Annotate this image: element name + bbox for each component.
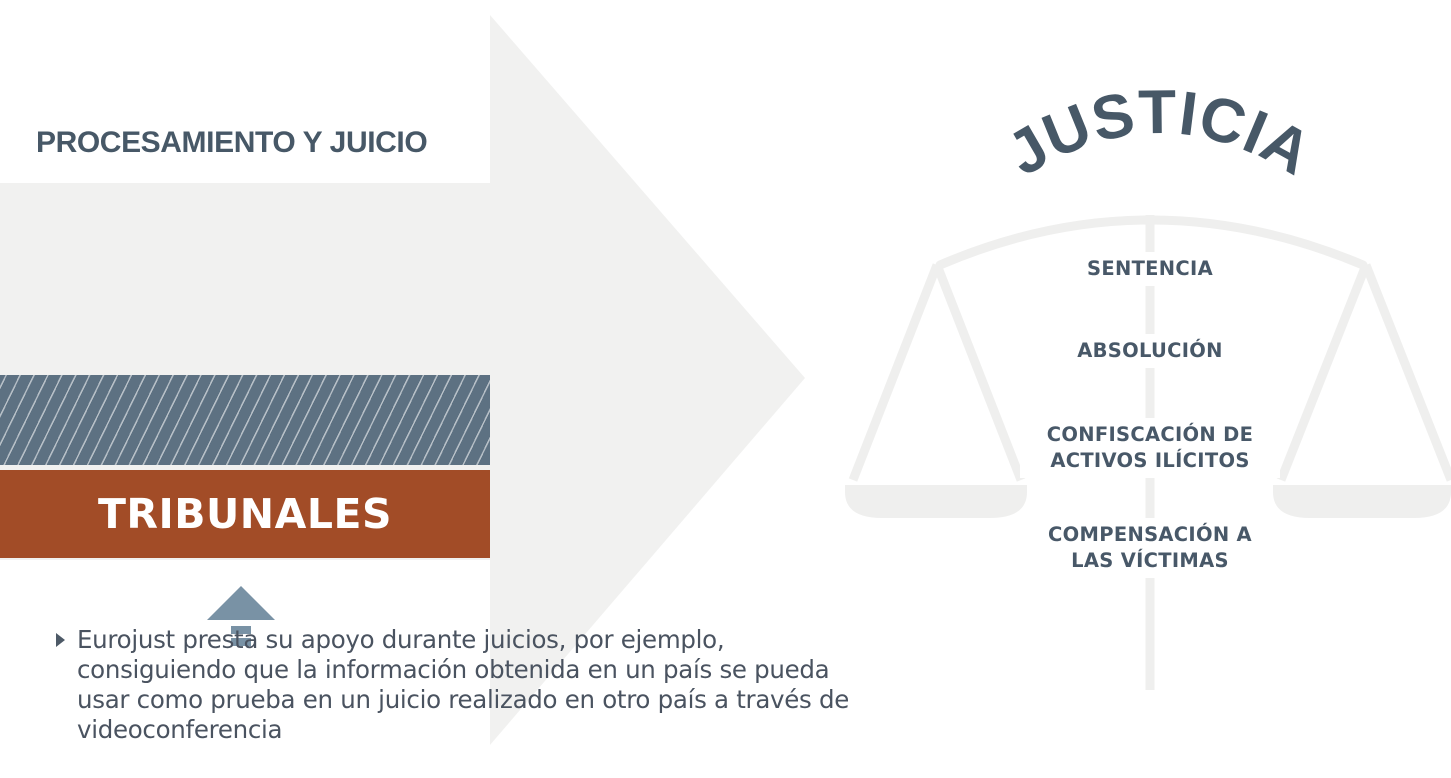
stage-title: PROCESAMIENTO Y JUICIO <box>36 126 428 159</box>
outcome-compensacion: COMPENSACIÓN A LAS VÍCTIMAS <box>1030 518 1270 578</box>
right-pan <box>1273 485 1451 518</box>
hatched-band <box>0 375 490 465</box>
left-pan <box>845 485 1027 518</box>
support-note-text: Eurojust presta su apoyo durante juicios… <box>77 625 849 744</box>
support-note: Eurojust presta su apoyo durante juicios… <box>56 625 876 745</box>
court-band: TRIBUNALES <box>0 470 490 558</box>
scale-drawing <box>848 215 1451 690</box>
court-label: TRIBUNALES <box>97 490 393 538</box>
justice-title-path: JUSTICIA <box>996 78 1322 189</box>
up-arrow-icon <box>207 586 275 646</box>
outcome-absolucion: ABSOLUCIÓN <box>990 334 1310 368</box>
justice-title: JUSTICIA <box>996 78 1323 189</box>
bullet-triangle-icon <box>56 633 65 647</box>
outcome-sentencia: SENTENCIA <box>990 252 1310 286</box>
outcome-confiscacion: CONFISCACIÓN DE ACTIVOS ILÍCITOS <box>1020 418 1280 478</box>
